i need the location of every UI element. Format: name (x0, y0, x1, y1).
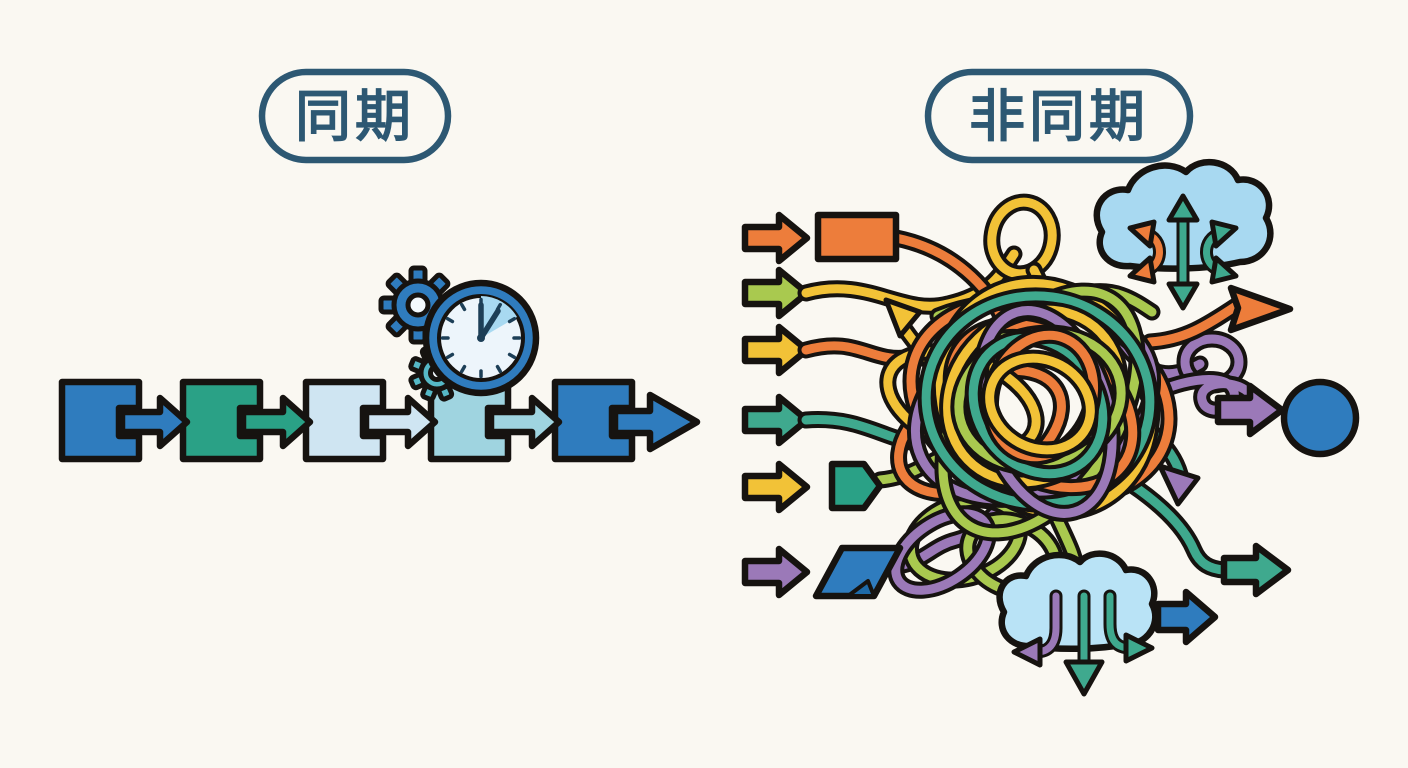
cloud-dispatch-icon (996, 550, 1159, 697)
chain-arrow (118, 394, 191, 450)
result-circle (1280, 378, 1360, 458)
chain-square (58, 378, 143, 463)
dispatch-arrow-right (1110, 596, 1155, 664)
input-arrow (741, 460, 811, 514)
sync-label: 同期 (295, 85, 415, 150)
async-pill-outline (924, 68, 1194, 164)
branch-arrow-left (1127, 219, 1160, 285)
tangle-arrowhead (1157, 463, 1201, 507)
cloud-branch-icon (1093, 158, 1274, 311)
chain-square (302, 378, 387, 463)
input-arrow (741, 266, 811, 320)
dispatch-arrow-left (1011, 596, 1056, 668)
chain-square (427, 378, 512, 463)
process-chain (58, 378, 701, 463)
tangle-arrowhead (883, 297, 923, 339)
task-parallelogram-fold (846, 579, 876, 598)
output-arrow (1154, 588, 1219, 646)
branch-arrow-vertical (1166, 193, 1200, 311)
input-arrow (741, 545, 811, 599)
tangle-ball (885, 246, 1198, 567)
chain-square (551, 378, 636, 463)
task-pentagon (828, 460, 884, 512)
output-arrow (1227, 284, 1294, 334)
task-shapes (812, 211, 904, 600)
chain-arrow (487, 394, 563, 450)
async-label-pill: 非同期 (924, 68, 1194, 164)
cloud-body (996, 550, 1159, 653)
async-label: 非同期 (969, 85, 1149, 150)
input-arrow (741, 393, 811, 447)
chain-arrow (239, 394, 314, 450)
input-arrow (741, 211, 811, 265)
tangle-strand (986, 197, 1058, 278)
chain-square (179, 378, 264, 463)
output-arrow (1214, 382, 1286, 438)
chain-arrow (362, 394, 439, 450)
branch-arrow-right (1207, 219, 1239, 285)
sync-section: 同期 (58, 68, 701, 463)
sync-label-pill: 同期 (258, 68, 452, 164)
dispatch-arrow-down (1063, 596, 1105, 697)
clock-icon (422, 279, 540, 397)
async-section: 非同期 (741, 68, 1360, 697)
task-rectangle (814, 211, 900, 263)
sync-pill-outline (258, 68, 452, 164)
output-arrow (1220, 542, 1292, 598)
output-arrows (1154, 284, 1294, 646)
chain-final-arrow (611, 391, 701, 453)
input-arrow (741, 323, 811, 377)
clock-hour-hand (478, 308, 501, 341)
input-arrows (741, 211, 811, 599)
